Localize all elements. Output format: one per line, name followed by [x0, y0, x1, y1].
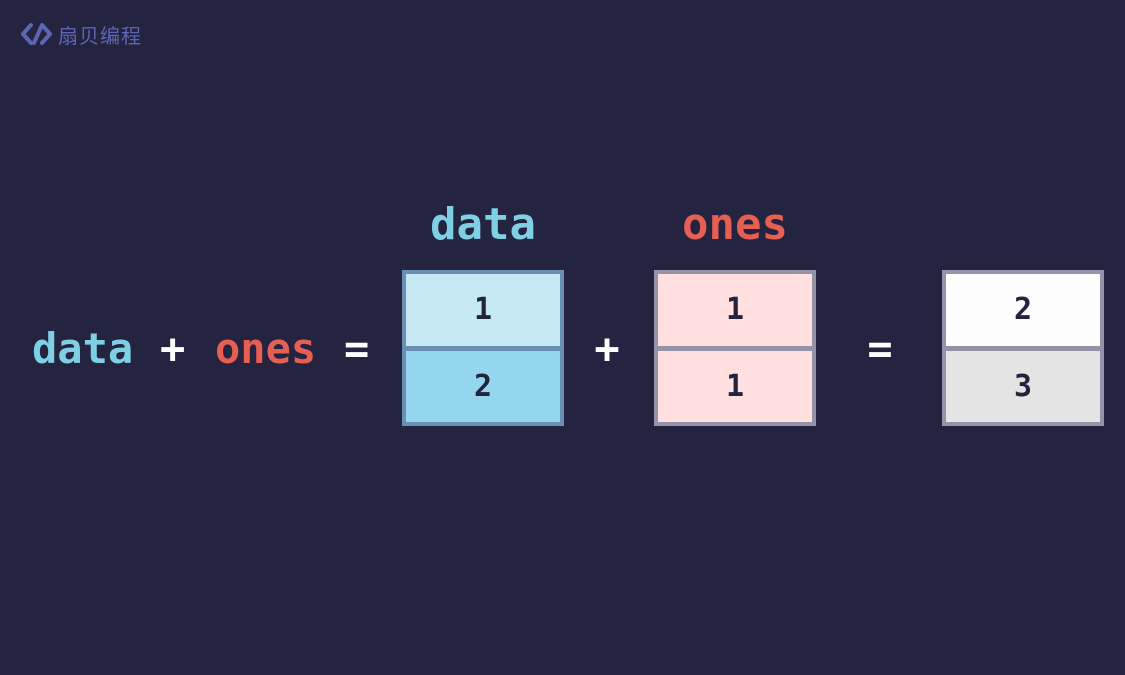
result-cell-1: 3	[946, 345, 1100, 422]
expression-equals: =	[344, 324, 370, 373]
expression-data: data	[32, 324, 134, 373]
ones-cell-1: 1	[658, 345, 812, 422]
ones-matrix: 1 1	[654, 270, 816, 426]
plus-operator: +	[594, 324, 620, 373]
expression-plus: +	[160, 324, 186, 373]
data-cell-0: 1	[406, 274, 560, 346]
data-cell-1: 2	[406, 345, 560, 422]
data-matrix-label: data	[430, 199, 536, 250]
brand-logo: 扇贝编程	[18, 20, 142, 48]
expression-ones: ones	[215, 324, 317, 373]
ones-cell-0: 1	[658, 274, 812, 346]
brand-name: 扇贝编程	[58, 23, 142, 48]
code-chevrons-icon	[21, 23, 52, 45]
equals-operator: =	[867, 324, 893, 373]
result-matrix: 2 3	[942, 270, 1104, 426]
ones-matrix-label: ones	[682, 199, 788, 250]
result-cell-0: 2	[946, 274, 1100, 346]
data-matrix: 1 2	[402, 270, 564, 426]
